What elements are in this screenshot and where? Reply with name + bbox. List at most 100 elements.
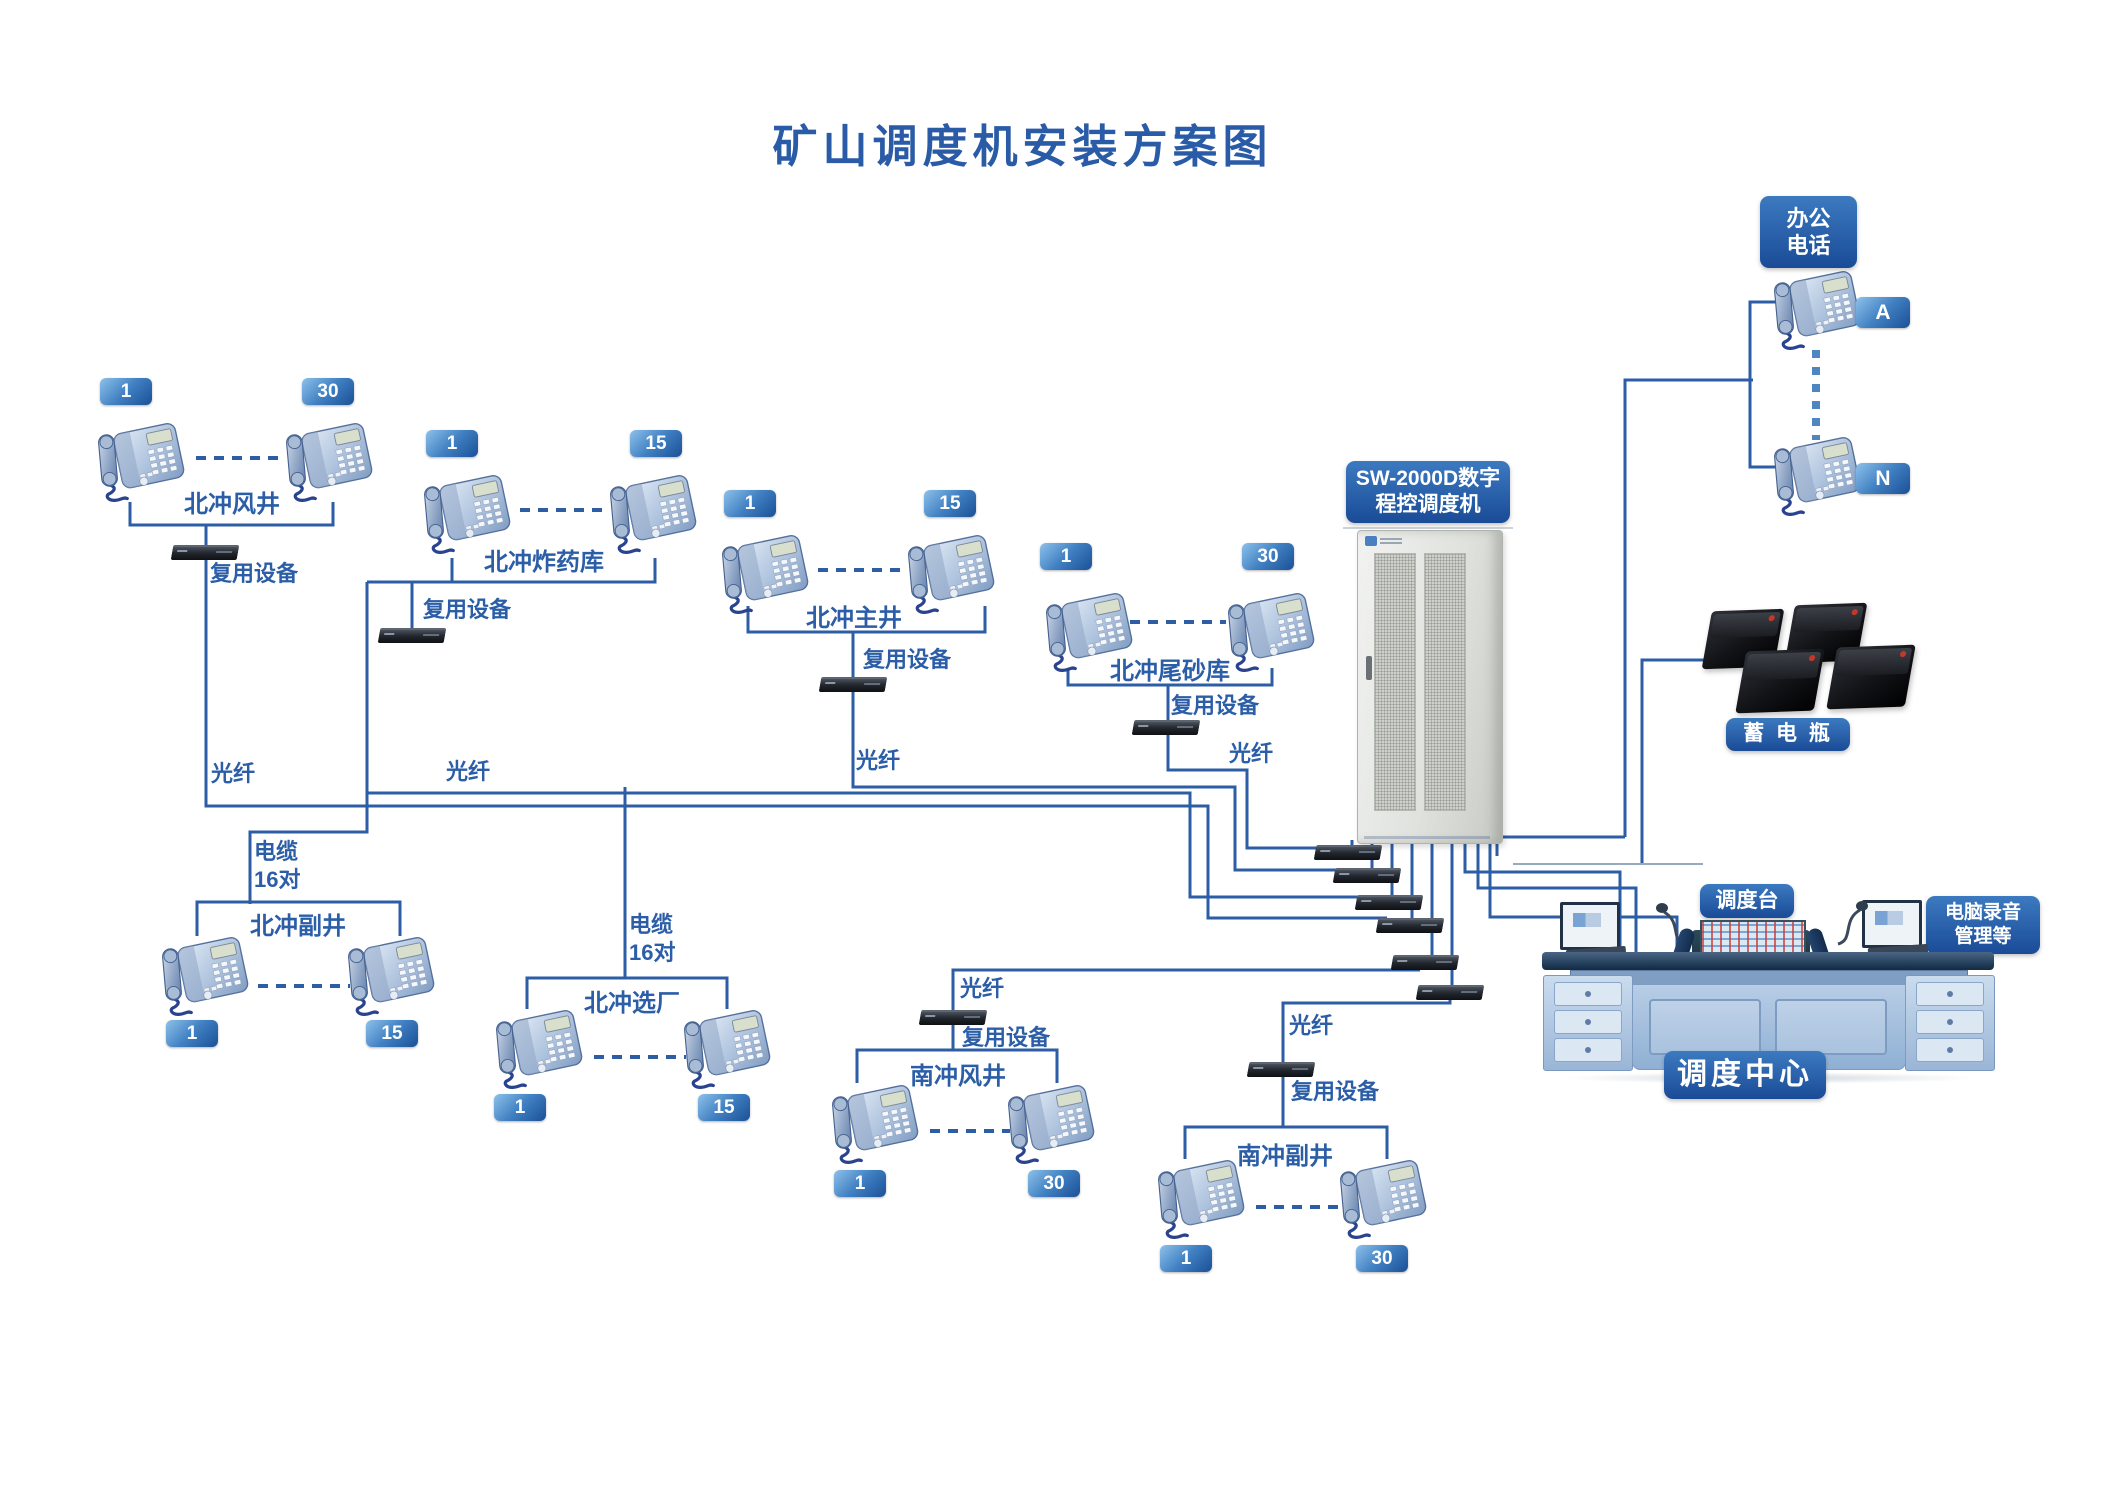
office-phone-label-line1: 办公 [1786,205,1831,231]
page-title: 矿山调度机安装方案图 [772,121,1273,172]
computer-monitor-icon [1560,902,1630,964]
fiber-label: 光纤 [960,976,1005,1001]
fiber-label: 光纤 [211,761,256,786]
mux-label: 复用设备 [210,561,299,586]
multiplexer-device-icon [1313,845,1383,860]
office-phone-n-badge: N [1856,463,1910,494]
separator-line [1343,527,1513,529]
multiplexer-device-icon [170,545,240,560]
desk-inset-panel [1649,999,1761,1055]
microphone-icon [1837,901,1868,946]
telephone-icon [682,1004,773,1089]
telephone-icon [830,1079,921,1164]
extension-badge: 1 [100,378,152,405]
multiplexer-device-icon [1131,720,1201,735]
fiber-label: 光纤 [446,759,491,784]
extension-badge: 1 [426,430,478,457]
extension-badge: 30 [1028,1170,1080,1197]
multiplexer-device-icon [1332,868,1402,883]
cabinet-mesh-door [1424,553,1466,811]
cable-label-line2: 16对 [254,866,301,892]
drawer [1554,1010,1622,1034]
computer-monitor-icon [1862,900,1932,962]
recording-label-line2: 管理等 [1954,926,2012,947]
cabinet-logo [1365,536,1402,546]
site-label: 北冲选厂 [584,990,680,1017]
extension-badge: 1 [494,1094,546,1121]
telephone-icon [608,469,699,554]
fiber-label: 光纤 [1229,741,1274,766]
telephone-icon [494,1004,585,1089]
mux-label: 复用设备 [1291,1079,1380,1104]
battery-icon [1735,648,1825,714]
mux-label: 复用设备 [863,647,952,672]
site-label: 北冲炸药库 [484,549,604,576]
extension-badge: 1 [724,490,776,517]
telephone-icon [1338,1154,1429,1239]
cable-label-line2: 16对 [629,939,676,965]
multiplexer-device-icon [1246,1062,1316,1077]
site-label: 南冲副井 [1237,1143,1333,1170]
extension-badge: 30 [1356,1245,1408,1272]
extension-badge: 15 [366,1020,418,1047]
recording-label-line1: 电脑录音 [1944,902,2021,924]
multiplexer-device-icon [818,677,888,692]
cable-label-line1: 电缆 [629,912,674,937]
extension-badge: 1 [834,1170,886,1197]
drawer [1916,1010,1984,1034]
switch-cabinet-label: SW-2000D数字 程控调度机 [1346,461,1510,523]
telephone-icon [720,529,811,614]
telephone-icon [1226,587,1317,672]
telephone-icon [284,417,375,502]
extension-badge: 15 [698,1094,750,1121]
cabinet-mesh-door [1374,553,1416,811]
office-phone-a-badge: A [1856,297,1910,328]
cable-label: 电缆 16对 [629,911,675,966]
multiplexer-device-icon [1415,985,1485,1000]
drawer [1916,1038,1984,1062]
site-label: 北冲尾砂库 [1110,658,1230,685]
dispatch-center-label: 调度中心 [1664,1051,1826,1099]
monitor-screen [1560,902,1620,950]
office-telephone-n-icon [1772,431,1863,516]
cabinet-base [1364,836,1490,839]
telephone-icon [96,417,187,502]
fiber-label: 光纤 [856,748,901,773]
telephone-icon [1006,1079,1097,1164]
battery-label: 蓄 电 瓶 [1726,718,1850,751]
desk-drawer-pedestal [1905,975,1995,1071]
mux-label: 复用设备 [962,1025,1051,1050]
extension-badge: 1 [1160,1245,1212,1272]
telephone-icon [160,931,251,1016]
console-key-panel [1700,920,1806,956]
desk-drawer-pedestal [1543,975,1633,1071]
switch-cabinet-label-line2: 程控调度机 [1375,493,1481,516]
telephone-icon [346,931,437,1016]
office-phone-label-line2: 电话 [1786,233,1831,258]
drawer [1554,1038,1622,1062]
site-label: 北冲主井 [806,605,902,632]
telephone-icon [1156,1154,1247,1239]
office-phone-label: 办公 电话 [1760,196,1857,268]
telephone-icon [906,529,997,614]
drawer [1916,982,1984,1006]
multiplexer-device-icon [1375,918,1445,933]
extension-badge: 30 [302,378,354,405]
switch-cabinet-icon [1357,530,1503,844]
multiplexer-device-icon [377,628,447,643]
site-label: 南冲风井 [910,1063,1006,1090]
desk-inset-panel [1775,999,1887,1055]
extension-badge: 15 [630,430,682,457]
extension-badge: 1 [1040,543,1092,570]
battery-icon [1826,644,1916,710]
desk-countertop [1542,952,1994,970]
cable-label: 电缆 16对 [254,838,300,893]
dispatch-desk [1540,880,2010,1084]
extension-badge: 1 [166,1020,218,1047]
site-label: 北冲风井 [184,491,280,518]
extension-badge: 15 [924,490,976,517]
extension-badge: 30 [1242,543,1294,570]
dispatch-console-label: 调度台 [1700,884,1794,918]
recording-management-label: 电脑录音 管理等 [1926,896,2040,954]
